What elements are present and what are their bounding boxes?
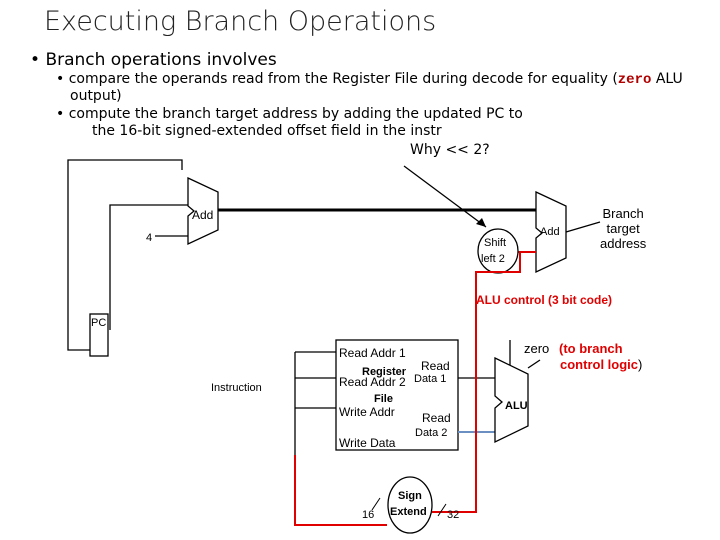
shift-label-1: Shift xyxy=(484,237,507,249)
sign-extend-label-1: Sign xyxy=(398,490,422,502)
why-shift-note: Why << 2? xyxy=(410,142,490,158)
read-data2-label-b: Data 2 xyxy=(415,427,448,439)
alu-control-label: ALU control (3 bit code) xyxy=(476,293,612,307)
sign-extend-input-wire xyxy=(294,455,387,526)
sign-extend-unit xyxy=(387,476,433,534)
alu-unit xyxy=(494,356,529,444)
bullet-main-text: Branch operations involves xyxy=(45,50,277,70)
bits-16-label: 16 xyxy=(362,509,375,521)
zero-note-line-2: control logic) xyxy=(560,357,642,372)
register-file-box xyxy=(335,339,459,451)
constant-four-label: 4 xyxy=(146,232,153,244)
branch-target-line-1: Branch xyxy=(602,206,644,221)
pc-to-add1-wire xyxy=(109,204,188,330)
sub-bullet-compute-line2: the 16-bit signed-extended offset field … xyxy=(92,123,442,139)
read-data1-label-a: Read xyxy=(421,359,450,373)
sub-bullet-compare: • compare the operands read from the Reg… xyxy=(56,71,683,88)
adder-2 xyxy=(535,190,567,274)
branch-target-wire xyxy=(565,221,601,233)
write-addr-label: Write Addr xyxy=(339,405,395,419)
add1-label: Add xyxy=(192,208,214,222)
alu-label: ALU xyxy=(505,400,528,412)
file-label: File xyxy=(374,393,393,405)
adder-1 xyxy=(187,176,219,246)
read-data1-label-b: Data 1 xyxy=(414,373,447,385)
sign-extend-label-2: Extend xyxy=(390,506,427,518)
read-addr2-label: Read Addr 2 xyxy=(339,375,406,389)
zero-note-line-2-text: control logic xyxy=(560,357,638,372)
read-addr1-label: Read Addr 1 xyxy=(339,346,406,360)
branch-target-label: Branch target address xyxy=(600,206,646,251)
sub-bullet-compare-line2: output) xyxy=(70,88,122,104)
slide-title: Executing Branch Operations xyxy=(44,6,437,37)
sub-bullet-compare-pre: compare the operands read from the Regis… xyxy=(68,71,618,87)
shift-left-2-unit xyxy=(477,228,519,274)
branch-target-line-2: target xyxy=(606,221,640,236)
zero-label: zero xyxy=(524,341,550,356)
instruction-label: Instruction xyxy=(211,382,262,394)
branch-target-line-3: address xyxy=(600,236,647,251)
pc-label: PC xyxy=(91,317,107,329)
shift-label-2: left 2 xyxy=(481,253,505,265)
read-data2-label-a: Read xyxy=(422,411,451,425)
sub-bullet-compute-text: compute the branch target address by add… xyxy=(68,106,523,122)
write-data-label: Write Data xyxy=(339,436,396,450)
sub-bullet-compare-code: zero xyxy=(617,72,652,88)
zero-output-wire xyxy=(527,359,541,369)
sub-bullet-compare-post: ALU xyxy=(651,71,683,87)
sub-bullet-compute: • compute the branch target address by a… xyxy=(56,106,523,122)
register-label: Register xyxy=(362,366,407,378)
zero-note-line-1: (to branch xyxy=(559,341,623,356)
sign-extend-output-wire xyxy=(432,251,536,513)
why-arrow xyxy=(403,165,487,228)
bullet-main: • Branch operations involves xyxy=(30,50,277,70)
zero-note-paren: ) xyxy=(638,357,643,372)
add2-label: Add xyxy=(540,226,560,238)
bits-32-label: 32 xyxy=(447,509,460,521)
pc-register xyxy=(89,313,109,357)
pc-feedback-wire xyxy=(67,159,183,351)
